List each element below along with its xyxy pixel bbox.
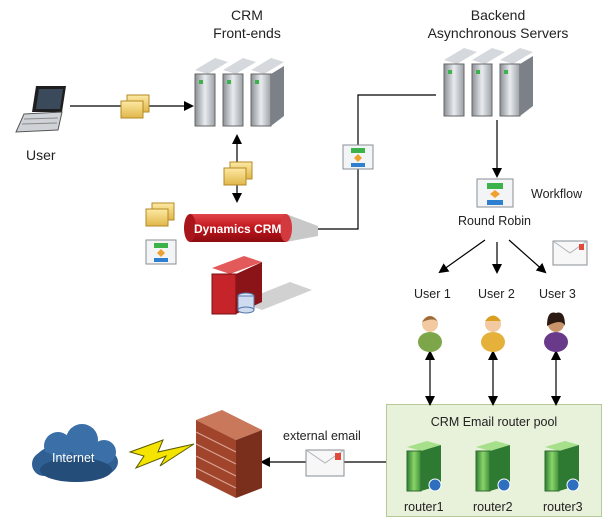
server-rack-icon bbox=[194, 58, 284, 127]
server-rack-icon bbox=[443, 48, 533, 117]
round-robin-label: Round Robin bbox=[458, 214, 531, 228]
crm-frontends-label: CRM Front-ends bbox=[200, 6, 294, 42]
firewall-icon bbox=[195, 410, 262, 498]
person-icon bbox=[481, 315, 505, 352]
folder-icon bbox=[145, 202, 175, 227]
database-server-icon bbox=[211, 256, 312, 315]
crm-frontends-line1: CRM bbox=[231, 7, 263, 23]
dynamics-crm-cylinder bbox=[184, 214, 318, 242]
workflow-icon bbox=[145, 239, 177, 265]
envelope-icon bbox=[305, 449, 345, 477]
person-icon bbox=[544, 312, 568, 352]
external-email-label: external email bbox=[283, 429, 361, 443]
backend-servers-line1: Backend bbox=[470, 7, 526, 23]
user2-label: User 2 bbox=[478, 287, 515, 301]
router2-label: router2 bbox=[473, 500, 513, 514]
laptop-icon bbox=[15, 86, 66, 133]
router-server-icon bbox=[544, 441, 580, 492]
router1-label: router1 bbox=[404, 500, 444, 514]
user-label: User bbox=[26, 147, 56, 163]
rr-to-user1-arrow bbox=[438, 239, 486, 274]
crm-frontends-line2: Front-ends bbox=[213, 25, 281, 41]
person-icon bbox=[418, 316, 442, 352]
internet-label: Internet bbox=[52, 451, 95, 465]
cloud-icon bbox=[32, 424, 118, 482]
user3-label: User 3 bbox=[539, 287, 576, 301]
router-server-icon bbox=[475, 441, 511, 492]
connectors bbox=[70, 94, 561, 467]
envelope-icon bbox=[552, 240, 588, 266]
router3-label: router3 bbox=[543, 500, 583, 514]
backend-servers-label: Backend Asynchronous Servers bbox=[412, 6, 584, 42]
rr-to-user3-arrow bbox=[508, 239, 547, 274]
workflow-label: Workflow bbox=[531, 187, 583, 201]
lightning-icon bbox=[128, 439, 195, 470]
folder-icon bbox=[120, 94, 150, 119]
folder-icon bbox=[223, 161, 253, 186]
user1-label: User 1 bbox=[414, 287, 451, 301]
router-server-icon bbox=[406, 441, 442, 492]
workflow-icon bbox=[476, 178, 514, 208]
workflow-icon bbox=[342, 144, 374, 170]
pool-title: CRM Email router pool bbox=[430, 415, 558, 429]
dynamics-crm-label: Dynamics CRM bbox=[194, 222, 282, 236]
backend-servers-line2: Asynchronous Servers bbox=[427, 25, 569, 41]
